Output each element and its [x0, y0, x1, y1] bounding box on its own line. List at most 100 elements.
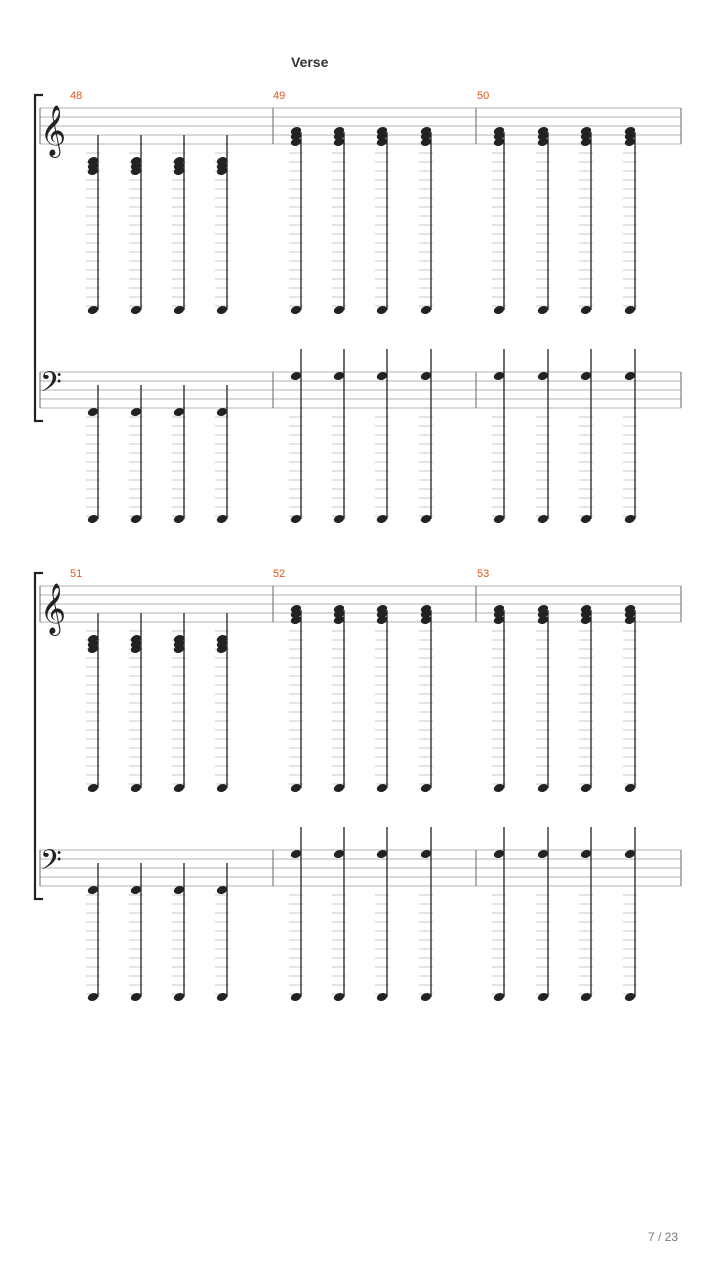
note-head: [537, 137, 549, 147]
note-head: [580, 131, 592, 141]
note-head: [376, 992, 388, 1002]
note-head: [290, 137, 302, 147]
note-head: [493, 609, 505, 619]
note-head: [173, 514, 185, 524]
section-label: Verse: [291, 54, 329, 70]
note-head: [173, 885, 185, 895]
note-head: [580, 371, 592, 381]
note-head: [216, 644, 228, 654]
note-head: [87, 407, 99, 417]
note-head: [376, 615, 388, 625]
system-bracket: [33, 571, 43, 901]
note-head: [580, 615, 592, 625]
note-head: [173, 783, 185, 793]
note-head: [216, 885, 228, 895]
note-head: [420, 371, 432, 381]
measure-number: 49: [273, 90, 285, 102]
note-head: [173, 644, 185, 654]
note-head: [173, 407, 185, 417]
note-head: [420, 849, 432, 859]
measure-number: 51: [70, 568, 82, 580]
note-head: [376, 514, 388, 524]
measure-number: 48: [70, 90, 82, 102]
note-head: [376, 131, 388, 141]
note-head: [420, 992, 432, 1002]
note-head: [420, 514, 432, 524]
note-head: [216, 407, 228, 417]
note-head: [333, 137, 345, 147]
note-head: [624, 514, 636, 524]
note-head: [537, 992, 549, 1002]
note-head: [420, 783, 432, 793]
note-head: [624, 992, 636, 1002]
note-head: [333, 131, 345, 141]
note-head: [333, 609, 345, 619]
note-head: [420, 615, 432, 625]
note-head: [493, 371, 505, 381]
note-head: [290, 992, 302, 1002]
measure-number: 50: [477, 90, 489, 102]
note-head: [173, 305, 185, 315]
note-head: [580, 305, 592, 315]
note-head: [580, 849, 592, 859]
note-head: [290, 609, 302, 619]
note-head: [130, 783, 142, 793]
note-head: [493, 615, 505, 625]
note-head: [580, 992, 592, 1002]
note-head: [376, 137, 388, 147]
note-head: [290, 615, 302, 625]
note-head: [290, 131, 302, 141]
note-head: [537, 131, 549, 141]
note-head: [290, 849, 302, 859]
note-head: [624, 371, 636, 381]
note-head: [537, 615, 549, 625]
page-number: 7 / 23: [648, 1230, 679, 1244]
note-head: [420, 609, 432, 619]
note-head: [333, 371, 345, 381]
note-head: [87, 783, 99, 793]
note-head: [173, 992, 185, 1002]
note-head: [130, 885, 142, 895]
note-head: [624, 615, 636, 625]
note-head: [537, 371, 549, 381]
note-head: [624, 609, 636, 619]
note-head: [376, 849, 388, 859]
note-head: [333, 514, 345, 524]
note-head: [130, 407, 142, 417]
note-head: [493, 305, 505, 315]
note-head: [87, 644, 99, 654]
note-head: [333, 783, 345, 793]
note-head: [87, 514, 99, 524]
treble-clef-icon: 𝄞: [40, 105, 66, 158]
note-head: [216, 514, 228, 524]
note-head: [216, 166, 228, 176]
note-head: [624, 849, 636, 859]
note-head: [130, 166, 142, 176]
note-head: [537, 514, 549, 524]
note-head: [87, 166, 99, 176]
note-head: [130, 514, 142, 524]
system-bracket: [33, 93, 43, 423]
note-head: [493, 992, 505, 1002]
note-head: [173, 166, 185, 176]
note-head: [290, 305, 302, 315]
bass-clef-icon: 𝄢: [40, 366, 62, 406]
note-head: [87, 305, 99, 315]
note-head: [493, 131, 505, 141]
note-head: [420, 131, 432, 141]
measure-number: 53: [477, 568, 489, 580]
note-head: [376, 609, 388, 619]
note-head: [537, 849, 549, 859]
note-head: [130, 992, 142, 1002]
note-head: [130, 644, 142, 654]
note-head: [493, 514, 505, 524]
note-head: [290, 371, 302, 381]
note-head: [580, 137, 592, 147]
note-head: [420, 137, 432, 147]
note-head: [333, 849, 345, 859]
note-head: [624, 131, 636, 141]
note-head: [580, 514, 592, 524]
note-head: [333, 992, 345, 1002]
